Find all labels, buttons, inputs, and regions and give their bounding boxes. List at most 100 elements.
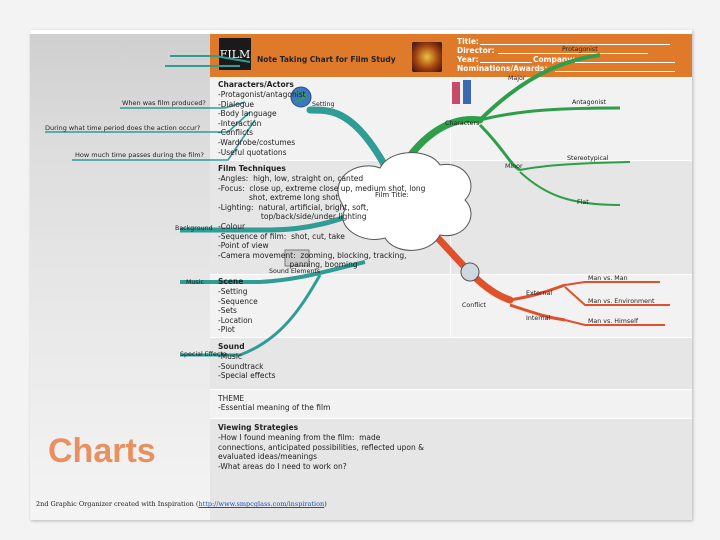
branch-external: [509, 283, 566, 302]
mm-minor: Minor: [505, 163, 523, 170]
title-rule: [480, 44, 670, 45]
mm-flat: Flat: [577, 199, 589, 206]
mm-conflict: Conflict: [462, 302, 486, 309]
company-rule: [575, 62, 675, 63]
mm-characters: Characters: [445, 120, 480, 127]
branch-music: [180, 260, 366, 284]
title-label: Title:: [457, 37, 479, 46]
characters-line: -Interaction: [218, 118, 262, 128]
theme-title: THEME: [218, 394, 245, 403]
director-rule: [498, 53, 648, 54]
conflict-icon: [460, 262, 480, 282]
mm-setting: Setting: [312, 101, 335, 108]
techniques-line: -Sequence of film: shot, cut, take: [218, 231, 345, 241]
mm-internal: Internal: [526, 315, 551, 322]
left-panel: [30, 34, 210, 520]
nominations-rule: [555, 71, 675, 72]
branch-special-effects: [180, 274, 322, 357]
techniques-title: Film Techniques: [218, 164, 286, 173]
nominations-label: Nominations/Awards:: [457, 64, 548, 73]
mm-background: Background: [175, 225, 213, 232]
characters-line: -Dialogue: [218, 99, 254, 109]
sound-line: -Music: [218, 352, 243, 361]
scene-line: -Plot: [218, 325, 235, 335]
scene-line: -Sequence: [218, 296, 258, 306]
sound-title: Sound: [218, 342, 245, 351]
mm-stereotypical: Stereotypical: [567, 155, 609, 162]
branch-q1: [120, 101, 246, 109]
branch-flat: [519, 171, 621, 206]
techniques-line: -Camera movement: zooming, blocking, tra…: [218, 250, 407, 260]
mm-protagonist: Protagonist: [562, 46, 598, 53]
footer-text: 2nd Graphic Organizer created with Inspi…: [36, 500, 199, 508]
title-block: [450, 34, 692, 77]
techniques-line: panning, booming: [218, 260, 358, 270]
character-figure-icon: [452, 82, 460, 104]
footer-link[interactable]: http://www.smpcglass.com/inspiration: [198, 500, 325, 508]
scene-title: Scene: [218, 277, 244, 286]
sound-line: -Soundtrack: [218, 361, 264, 371]
sound-elements-icon: [284, 249, 310, 267]
mm-music: Music: [186, 279, 204, 286]
viewing-line: -How I found meaning from the film: made: [218, 433, 381, 442]
footer-close: ): [324, 500, 327, 508]
sound-line: -Special effects: [218, 371, 276, 381]
year-rule: [480, 62, 532, 63]
characters-line: -Protagonist/antagonist: [218, 90, 306, 99]
viewing-line: connections, anticipated possibilities, …: [218, 442, 424, 452]
branch-internal: [509, 303, 566, 322]
branch-man-vs-env: [564, 286, 670, 306]
film-title-cloud: [337, 152, 472, 251]
scene-line: -Sets: [218, 306, 237, 316]
footer: 2nd Graphic Organizer created with Inspi…: [36, 500, 327, 508]
viewing-line: -What areas do I need to work on?: [218, 461, 347, 471]
viewing-line: evaluated ideas/meanings: [218, 452, 318, 462]
branch-q2: [45, 111, 251, 133]
question-time-period: During what time period does the action …: [45, 124, 201, 132]
mm-man-vs-himself: Man vs. Himself: [588, 318, 639, 325]
question-time-passes: How much time passes during the film?: [75, 151, 204, 159]
branch-major: [478, 53, 601, 122]
question-produced: When was film produced?: [122, 99, 206, 107]
star-image: [412, 42, 442, 72]
page-title: Note Taking Chart for Film Study: [257, 55, 396, 64]
mm-major: Major: [508, 75, 526, 82]
scene-line: -Location: [218, 315, 253, 325]
characters-line: -Conflicts: [218, 128, 254, 138]
mm-external: External: [526, 290, 553, 297]
techniques-line: -Focus: close up, extreme close up, medi…: [218, 183, 426, 193]
techniques-line: -Lighting: natural, artificial, bright, …: [218, 202, 369, 212]
branch-antagonist: [479, 106, 621, 122]
row-viewing: [210, 418, 692, 520]
year-label: Year:: [457, 55, 479, 64]
branch-q3: [72, 119, 256, 161]
viewing-title: Viewing Strategies: [218, 423, 299, 432]
characters-title: Characters/Actors: [218, 80, 294, 89]
characters-line: -Useful quotations: [218, 147, 287, 157]
techniques-line: shot, extreme long shot: [218, 193, 339, 203]
characters-line: -Wardrobe/costumes: [218, 138, 296, 147]
mm-film-title: Film Title:: [375, 191, 409, 199]
mm-antagonist: Antagonist: [572, 99, 606, 106]
branch-stereotypical: [519, 161, 631, 171]
techniques-line: top/back/side/under lighting: [218, 212, 367, 222]
mm-man-vs-env: Man vs. Environment: [588, 298, 655, 305]
techniques-line: -Colour: [218, 222, 246, 231]
branch-top-1: [170, 55, 251, 63]
branch-setting: [306, 106, 394, 179]
branch-minor: [478, 123, 521, 172]
mm-sound-elements: Sound Elements: [269, 268, 321, 275]
director-label: Director:: [457, 46, 495, 55]
mm-special-effects: Special Effects: [180, 351, 227, 358]
techniques-line: -Point of view: [218, 241, 269, 251]
row-theme: [210, 389, 692, 418]
branch-man-vs-himself: [564, 319, 665, 326]
theme-line: -Essential meaning of the film: [218, 403, 331, 412]
techniques-line: -Angles: high, low, straight on, canted: [218, 174, 364, 183]
company-label: Company:: [533, 55, 576, 64]
charts-heading: Charts: [48, 432, 156, 470]
row-sound: [210, 337, 692, 389]
mm-man-vs-man: Man vs. Man: [588, 275, 628, 282]
scene-line: -Setting: [218, 287, 248, 296]
